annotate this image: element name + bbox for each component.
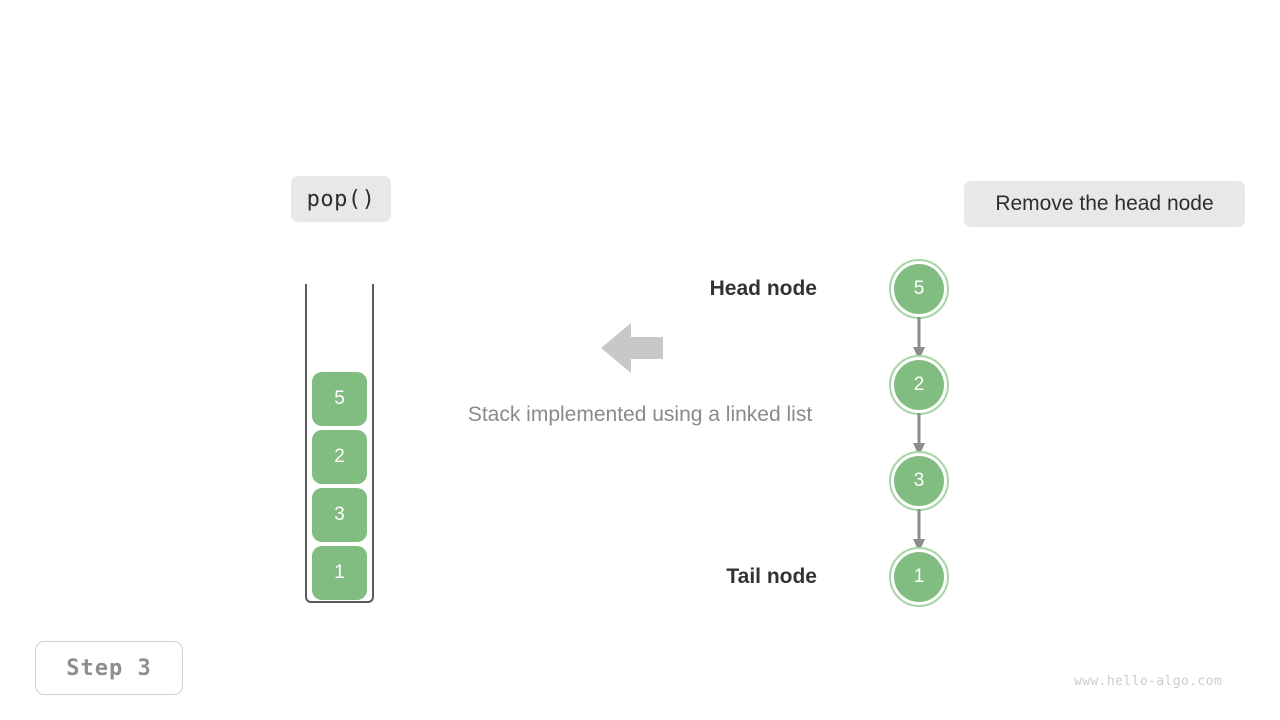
linked-list-node: 5 [889, 259, 949, 319]
stack-cell: 5 [312, 372, 367, 426]
action-label: Remove the head node [964, 181, 1245, 227]
stack-walls [305, 284, 374, 603]
operation-label: pop() [291, 176, 391, 222]
link-arrow-icon [911, 509, 927, 553]
stack-container: 5 2 3 1 [305, 284, 374, 603]
linked-list-node-value: 5 [894, 264, 944, 314]
watermark: www.hello-algo.com [1074, 674, 1223, 689]
linked-list: 5 2 3 1 [889, 259, 951, 619]
tail-node-label: Tail node [726, 565, 817, 588]
linked-list-node: 3 [889, 451, 949, 511]
stack-cell-list: 5 2 3 1 [312, 372, 367, 600]
left-arrow-icon [601, 320, 663, 376]
stack-cell: 1 [312, 546, 367, 600]
linked-list-node: 2 [889, 355, 949, 415]
linked-list-node-value: 3 [894, 456, 944, 506]
linked-list-node: 1 [889, 547, 949, 607]
head-node-label: Head node [709, 277, 817, 300]
linked-list-node-value: 2 [894, 360, 944, 410]
stack-cell: 3 [312, 488, 367, 542]
step-badge: Step 3 [35, 641, 183, 695]
link-arrow-icon [911, 413, 927, 457]
linked-list-node-value: 1 [894, 552, 944, 602]
link-arrow-icon [911, 317, 927, 361]
caption-text: Stack implemented using a linked list [467, 403, 813, 426]
stack-cell: 2 [312, 430, 367, 484]
